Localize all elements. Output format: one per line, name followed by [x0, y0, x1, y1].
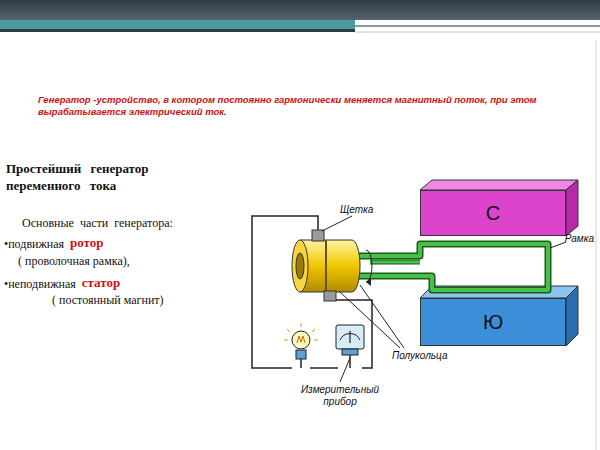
leader-line	[340, 292, 400, 348]
list-heading: Основные части генератора:	[22, 216, 173, 231]
pole-letter: С	[486, 202, 500, 225]
part-label: Щетка	[340, 204, 373, 215]
lamp-symbol	[284, 323, 318, 368]
wire	[330, 292, 372, 368]
part-note: ( постоянный магнит)	[52, 293, 164, 308]
part-name: статор	[82, 275, 120, 291]
leader-line	[340, 358, 350, 382]
magnet-top-face	[420, 180, 578, 190]
brush	[312, 230, 324, 241]
header-bar	[0, 0, 600, 20]
part-note: ( проволочная рамка),	[18, 254, 130, 269]
header-line	[355, 25, 600, 27]
slip-rings	[292, 240, 360, 292]
side-line	[596, 40, 597, 450]
header-stripe	[0, 29, 355, 32]
wire	[310, 367, 338, 369]
pole-letter: Ю	[483, 311, 503, 334]
meter-symbol	[336, 325, 364, 368]
magnet-side-face	[566, 286, 578, 346]
leader-line	[322, 216, 352, 231]
part-text: •подвижная	[4, 237, 64, 252]
heading: Простейший генератор переменного тока	[6, 160, 196, 194]
slide-title: Генератор -устройство, в котором постоян…	[38, 94, 558, 118]
part-label: Полукольца	[392, 350, 447, 361]
magnet-pole: Ю	[420, 298, 566, 346]
leader-line	[550, 242, 566, 248]
brush	[324, 291, 336, 301]
header-stripe	[0, 20, 355, 29]
rotation-arrow	[366, 278, 371, 286]
magnet-pole: С	[420, 190, 566, 236]
leader-line	[360, 285, 404, 348]
magnet-side-face	[566, 180, 578, 236]
part-name: ротор	[70, 235, 104, 251]
rotation-arrow	[366, 250, 372, 282]
part-text: •неподвижная	[4, 277, 76, 292]
wire-frame	[352, 244, 548, 290]
header-line	[355, 32, 600, 33]
part-label: Измерительный прибор	[300, 384, 380, 408]
part-label: Рамка	[565, 233, 594, 244]
